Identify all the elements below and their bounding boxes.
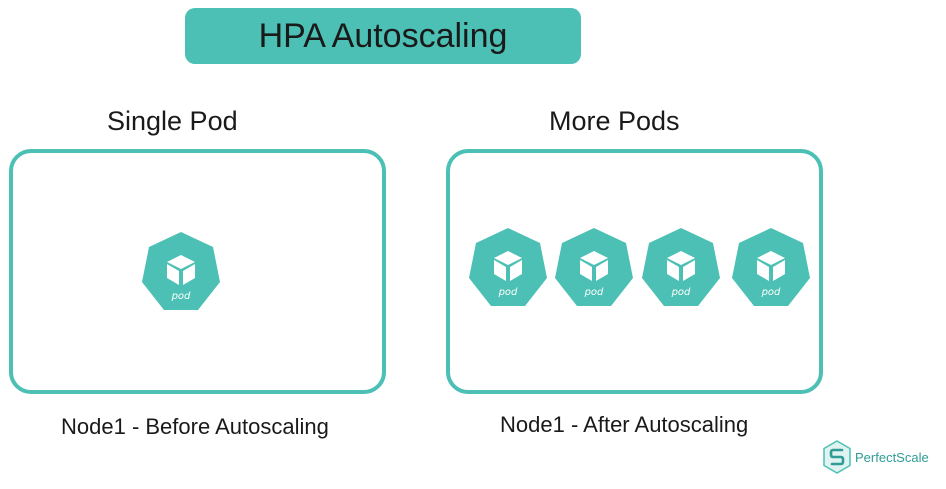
right-panel-heading: More Pods <box>549 106 680 136</box>
pod-label: pod <box>584 287 604 298</box>
pod-icon: pod <box>642 228 720 306</box>
diagram-title: HPA Autoscaling <box>258 16 508 55</box>
node-box-after <box>446 149 823 394</box>
brand-name: PerfectScale <box>855 449 929 465</box>
pod-icon: pod <box>555 228 633 306</box>
pod-label: pod <box>761 287 781 298</box>
brand: PerfectScale <box>822 440 929 474</box>
pod-icon: pod <box>469 228 547 306</box>
caption-before: Node1 - Before Autoscaling <box>61 414 329 439</box>
pod-label: pod <box>171 291 191 302</box>
pod-label: pod <box>498 287 518 298</box>
pod-icon: pod <box>732 228 810 306</box>
node-box-before <box>9 149 386 394</box>
pod-label: pod <box>671 287 691 298</box>
perfectscale-logo-icon <box>823 440 851 474</box>
pod-icon: pod <box>142 232 220 310</box>
left-panel-heading: Single Pod <box>107 106 238 136</box>
title-banner: HPA Autoscaling <box>185 8 581 64</box>
caption-after: Node1 - After Autoscaling <box>500 412 749 437</box>
